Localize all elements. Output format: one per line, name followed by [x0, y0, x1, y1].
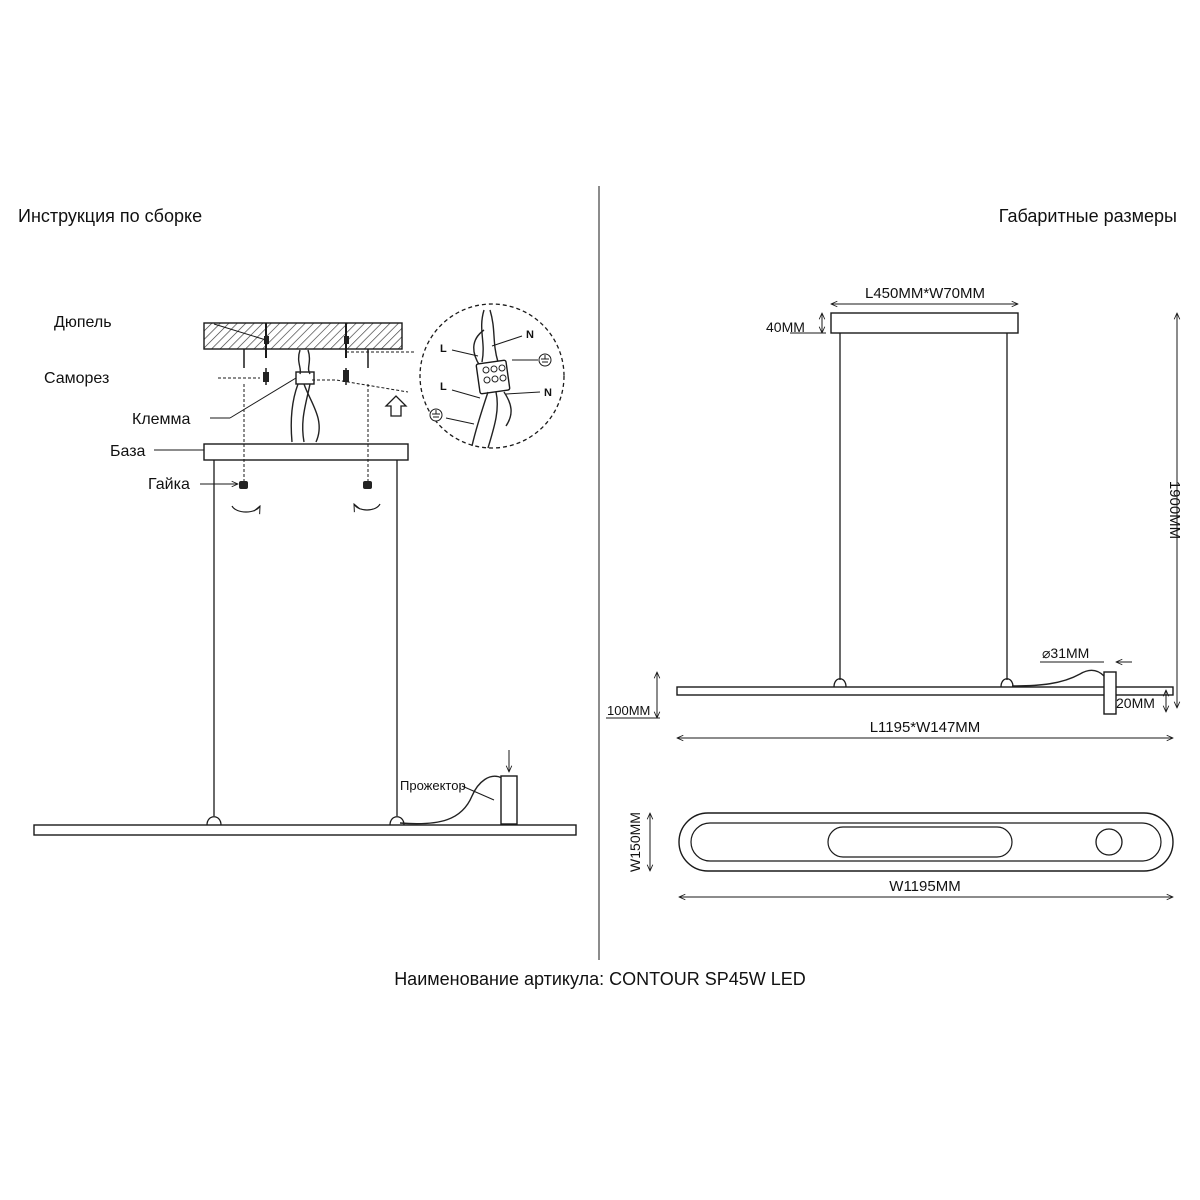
label-nut: Гайка [148, 476, 190, 493]
nut-left [239, 481, 248, 489]
ceiling-slab [203, 322, 403, 350]
ground-icon [538, 353, 552, 367]
wire-label-N-bottom: N [544, 387, 552, 399]
label-base: База [110, 443, 146, 460]
label-spotlight: Прожектор [400, 778, 466, 793]
canopy [830, 312, 1019, 334]
right-section-title: Габаритные размеры [999, 206, 1177, 226]
dim-top-width: W150MM [627, 812, 643, 872]
top-view-spotlight [1095, 828, 1123, 856]
ground-icon [429, 408, 443, 422]
top-view-led-slot [827, 826, 1013, 858]
up-arrow-icon [384, 395, 408, 417]
wiring-detail-circle: L N L N [419, 303, 565, 449]
spotlight-side [1103, 671, 1117, 715]
label-screw: Саморез [44, 370, 109, 387]
dim-canopy-height: 40MM [766, 319, 805, 335]
left-section-title: Инструкция по сборке [18, 206, 202, 226]
spotlight [500, 775, 518, 825]
dim-spot-diameter: ⌀31MM [1042, 645, 1089, 661]
dim-body-height: 100MM [607, 703, 650, 718]
dim-suspension-height: 1900MM [1166, 481, 1183, 539]
product-name-line: Наименование артикула: CONTOUR SP45W LED [394, 969, 806, 989]
dim-body-length: L1195*W147MM [870, 719, 981, 736]
wire-label-N-top: N [526, 329, 534, 341]
lamp-body [33, 824, 577, 836]
lamp-body-side [676, 686, 1174, 696]
base-plate [203, 443, 409, 461]
rotate-arrow-icon [231, 506, 260, 512]
rotate-arrow-icon [354, 504, 381, 510]
wire-label-L-top: L [440, 343, 447, 355]
dim-canopy: L450MM*W70MM [865, 285, 985, 302]
dimensions-diagram: L450MM*W70MM 40MM 1900MM ⌀31MM 20MM 100M… [606, 285, 1183, 897]
dim-top-length: W1195MM [889, 878, 960, 895]
nut-right [363, 481, 372, 489]
terminal-block [295, 371, 315, 385]
label-terminal: Клемма [132, 411, 191, 428]
wire-label-L-bottom: L [440, 381, 447, 393]
assembly-diagram: L N L N [33, 303, 577, 836]
dim-spot-height: 20MM [1116, 695, 1155, 711]
label-dowel: Дюпель [54, 314, 112, 331]
